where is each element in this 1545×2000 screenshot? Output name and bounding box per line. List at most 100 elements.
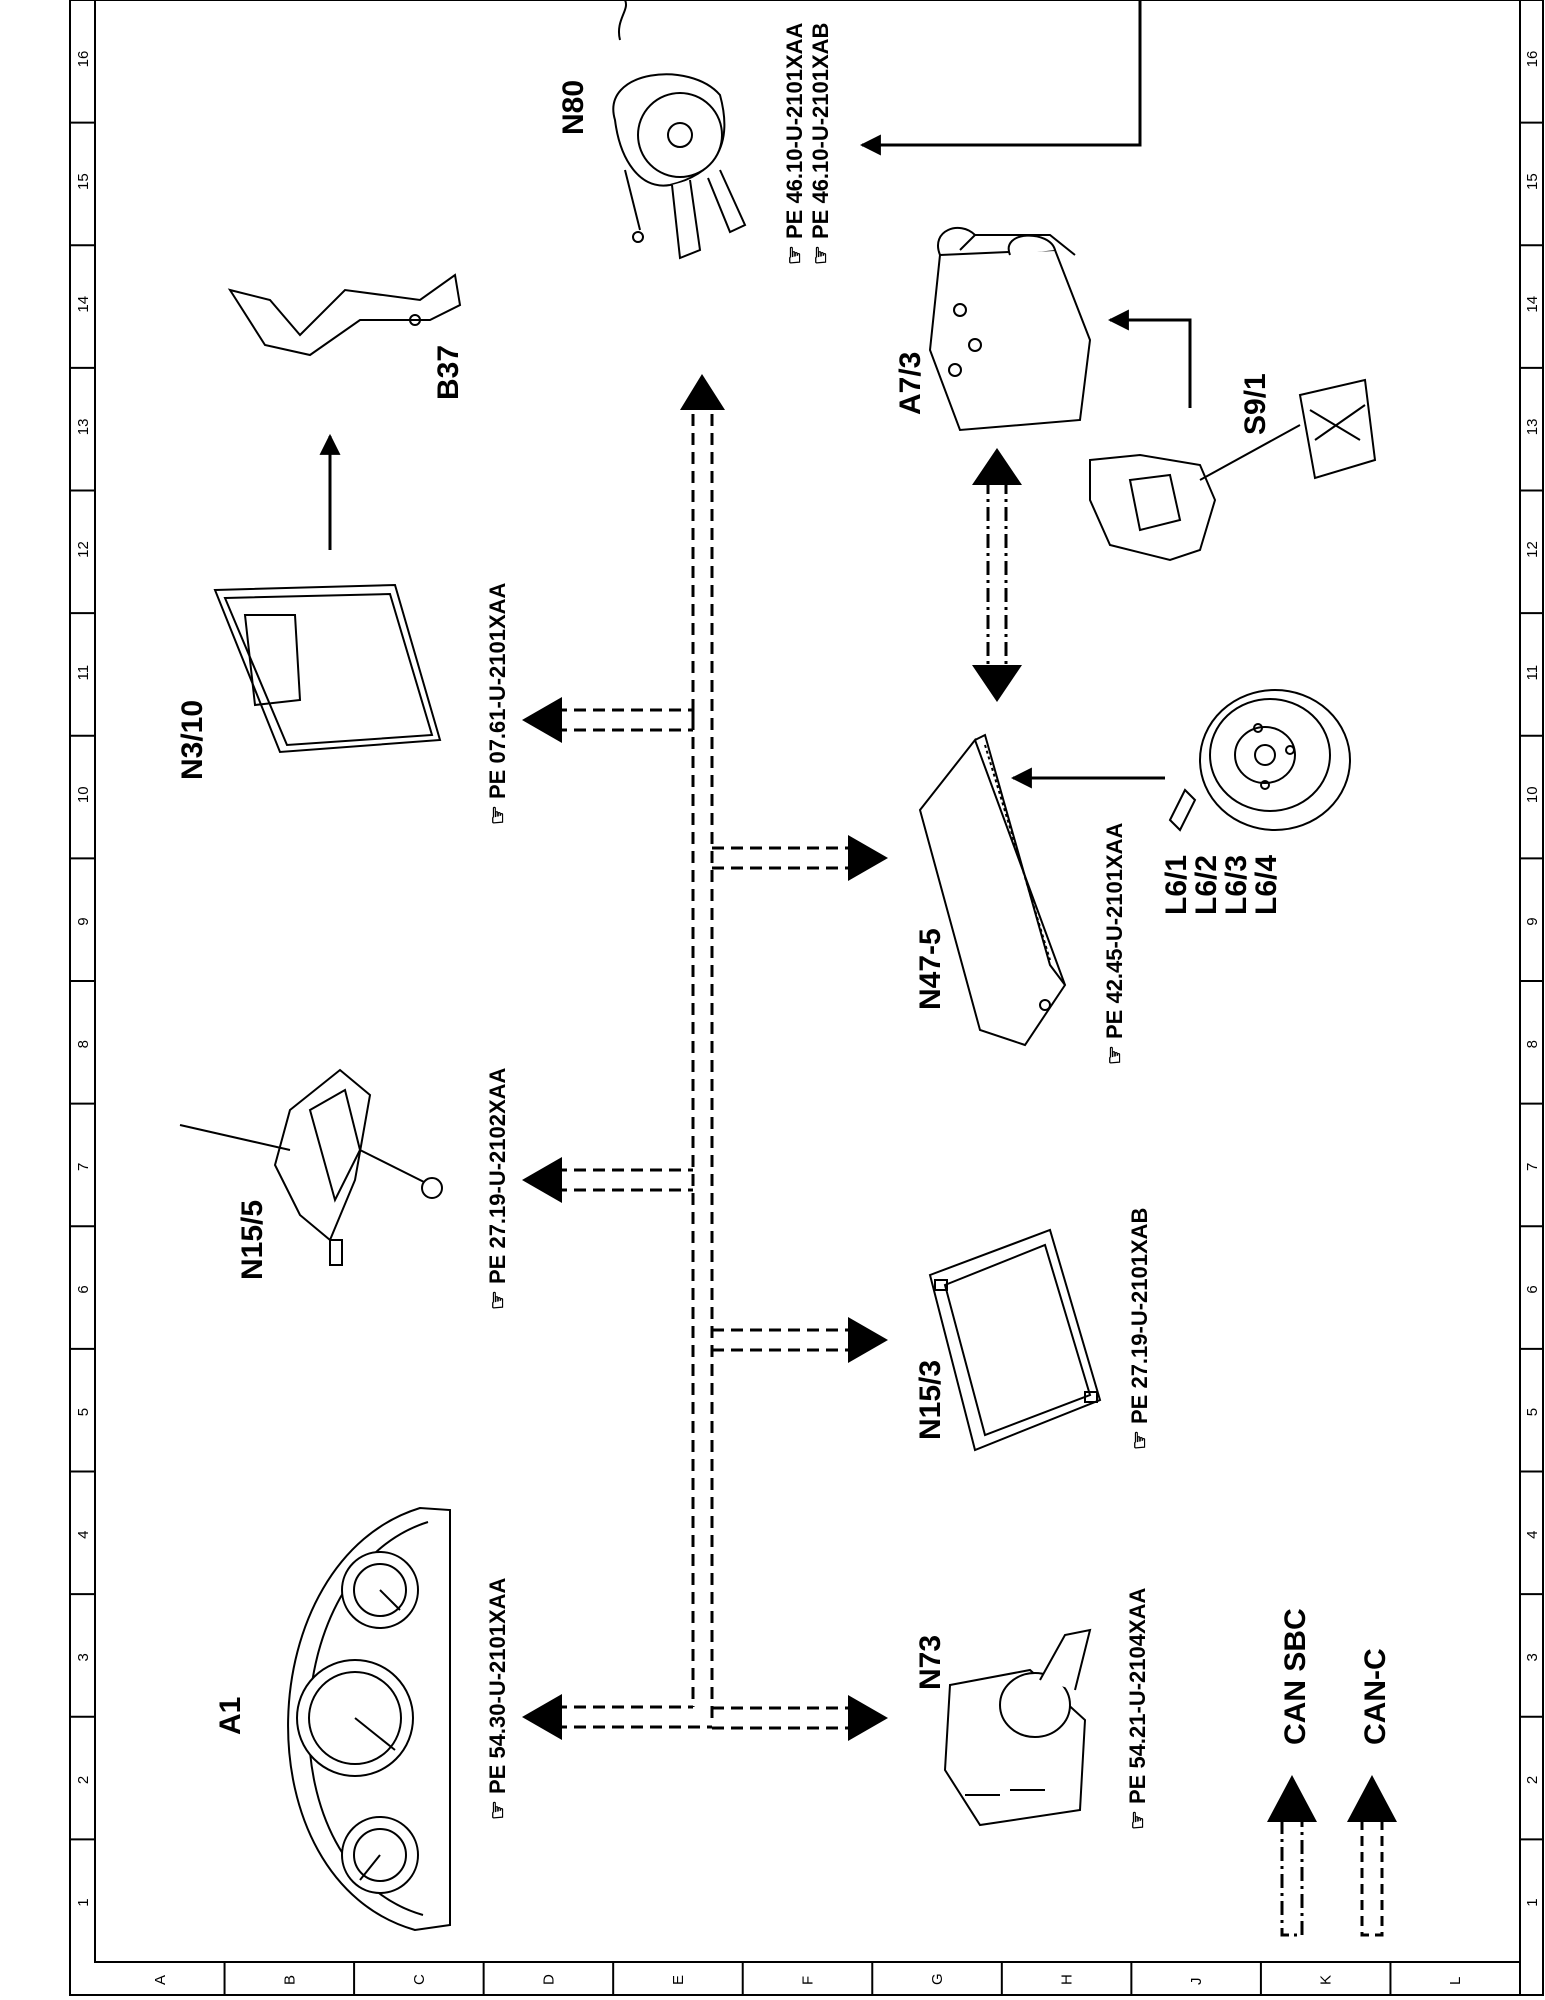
left-column-number-14: 14 xyxy=(75,296,92,313)
ignition-switch-n73 xyxy=(943,1628,1092,1827)
a7-3-label: A7/3 xyxy=(894,352,927,415)
branch-n15-5 xyxy=(522,1157,693,1203)
svg-text:L6/3: L6/3 xyxy=(1220,855,1253,915)
left-column-number-13: 13 xyxy=(75,419,92,436)
instrument-cluster-a1 xyxy=(287,1506,451,1932)
right-column-number-9: 9 xyxy=(1524,917,1541,925)
right-column-number-16: 16 xyxy=(1524,51,1541,68)
row-letter-E: E xyxy=(670,1975,687,1985)
left-column-number-1: 1 xyxy=(75,1898,92,1906)
legend-can-c-label: CAN-C xyxy=(1359,1648,1392,1745)
n15-5-reference: ☞ PE 27.19-U-2102XAA xyxy=(485,1067,510,1310)
svg-text:L6/4: L6/4 xyxy=(1250,855,1283,915)
svg-text:☞: ☞ xyxy=(1102,1045,1127,1065)
right-column-number-4: 4 xyxy=(1524,1530,1541,1538)
branch-a1 xyxy=(522,1694,712,1740)
arrow-to-n80 xyxy=(680,374,725,410)
can-bus-network xyxy=(522,374,1022,1741)
svg-text:☞: ☞ xyxy=(485,805,510,825)
svg-text:L6/2: L6/2 xyxy=(1190,855,1223,915)
right-column-number-2: 2 xyxy=(1524,1776,1541,1784)
right-column-number-3: 3 xyxy=(1524,1653,1541,1661)
svg-text:PE 27.19-U-2102XAA: PE 27.19-U-2102XAA xyxy=(485,1067,510,1284)
esp-control-unit-n47-5 xyxy=(918,733,1067,1047)
left-column-number-4: 4 xyxy=(75,1530,92,1538)
left-column-number-7: 7 xyxy=(75,1163,92,1171)
row-letter-G: G xyxy=(929,1973,946,1985)
branch-n73 xyxy=(712,1695,888,1741)
legend-can-sbc-label: CAN SBC xyxy=(1279,1608,1312,1745)
svg-text:PE 46.10-U-2101XAB: PE 46.10-U-2101XAB xyxy=(808,23,833,239)
row-letter-J: J xyxy=(1188,1978,1205,1986)
n15-3-reference: ☞ PE 27.19-U-2101XAB xyxy=(1127,1208,1152,1450)
brake-pedal-switch-s9-1 xyxy=(1089,378,1377,562)
left-column-number-12: 12 xyxy=(75,541,92,558)
a1-label: A1 xyxy=(214,1697,247,1735)
left-column-number-6: 6 xyxy=(75,1285,92,1293)
row-letter-D: D xyxy=(540,1974,557,1985)
n80-reference-2: ☞ PE 46.10-U-2101XAB xyxy=(808,23,833,265)
engine-control-unit-n3-10 xyxy=(213,583,442,754)
wheel-speed-sensors xyxy=(1168,689,1351,832)
branch-n15-3 xyxy=(712,1317,888,1363)
n80-reference-1: ☞ PE 46.10-U-2101XAA xyxy=(782,22,807,265)
arrow-s9-1-to-a7-3 xyxy=(1107,309,1192,408)
hydraulic-unit-a7-3 xyxy=(928,226,1092,432)
legend-can-c: CAN-C xyxy=(1347,1648,1397,1937)
branch-n47-5 xyxy=(712,835,888,881)
legend-can-sbc: CAN SBC xyxy=(1267,1608,1317,1937)
row-letter-A: A xyxy=(152,1975,169,1985)
n3-10-label: N3/10 xyxy=(176,700,209,780)
left-column-number-3: 3 xyxy=(75,1653,92,1661)
transmission-control-unit-n15-3 xyxy=(928,1228,1102,1452)
right-column-number-5: 5 xyxy=(1524,1408,1541,1416)
n15-5-label: N15/5 xyxy=(236,1200,269,1280)
n47-5-label: N47-5 xyxy=(914,928,947,1010)
left-column-number-9: 9 xyxy=(75,917,92,925)
row-letter-F: F xyxy=(800,1976,817,1985)
left-column-number-10: 10 xyxy=(75,786,92,803)
right-column-number-1: 1 xyxy=(1524,1898,1541,1906)
svg-text:PE 07.61-U-2101XAA: PE 07.61-U-2101XAA xyxy=(485,582,510,799)
steering-column-module-n80 xyxy=(612,0,747,260)
sensor-labels: L6/1 L6/2 L6/3 L6/4 xyxy=(1160,855,1283,915)
left-column-number-2: 2 xyxy=(75,1776,92,1784)
right-column-number-11: 11 xyxy=(1524,665,1541,681)
row-letter-L: L xyxy=(1447,1977,1464,1985)
svg-text:PE 54.21-U-2104XAA: PE 54.21-U-2104XAA xyxy=(1125,1587,1150,1804)
svg-text:PE 27.19-U-2101XAB: PE 27.19-U-2101XAB xyxy=(1127,1208,1152,1424)
row-letter-K: K xyxy=(1318,1975,1335,1985)
accelerator-pedal-sensor-b37 xyxy=(227,273,462,357)
n73-label: N73 xyxy=(914,1635,947,1690)
svg-text:☞: ☞ xyxy=(485,1800,510,1820)
n73-reference: ☞ PE 54.21-U-2104XAA xyxy=(1125,1587,1150,1830)
right-column-number-13: 13 xyxy=(1524,419,1541,436)
right-column-number-10: 10 xyxy=(1524,786,1541,803)
a1-ref-text: PE 54.30-U-2101XAA xyxy=(485,1577,510,1794)
signal-lines xyxy=(319,0,1192,789)
branch-n3-10 xyxy=(522,697,695,743)
right-column-number-7: 7 xyxy=(1524,1163,1541,1171)
left-column-number-8: 8 xyxy=(75,1040,92,1048)
svg-text:☞: ☞ xyxy=(808,245,833,265)
n3-10-reference: ☞ PE 07.61-U-2101XAA xyxy=(485,582,510,825)
right-column-number-8: 8 xyxy=(1524,1040,1541,1048)
left-column-number-16: 16 xyxy=(75,51,92,68)
n80-label: N80 xyxy=(557,80,590,135)
right-column-number-12: 12 xyxy=(1524,541,1541,558)
svg-text:☞: ☞ xyxy=(1127,1430,1152,1450)
svg-text:PE 46.10-U-2101XAA: PE 46.10-U-2101XAA xyxy=(782,22,807,239)
svg-text:☞: ☞ xyxy=(782,245,807,265)
row-letter-B: B xyxy=(281,1975,298,1985)
s9-1-label: S9/1 xyxy=(1239,373,1272,435)
row-letter-C: C xyxy=(411,1974,428,1985)
n15-3-label: N15/3 xyxy=(914,1360,947,1440)
b37-label: B37 xyxy=(432,345,465,400)
right-column-number-14: 14 xyxy=(1524,296,1541,313)
svg-text:☞: ☞ xyxy=(1125,1810,1150,1830)
right-column-number-15: 15 xyxy=(1524,173,1541,190)
svg-text:☞: ☞ xyxy=(485,1290,510,1310)
arrow-to-n80-right xyxy=(859,0,1142,156)
